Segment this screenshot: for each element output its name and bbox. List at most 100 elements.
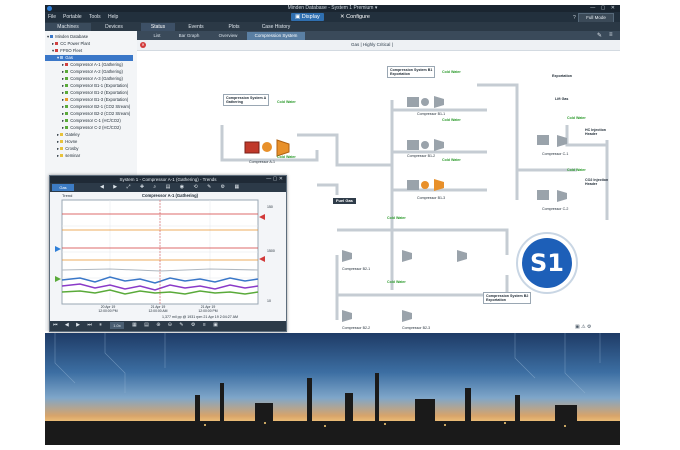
compressor-b1-3-label[interactable]: Compressor B1-3: [417, 196, 446, 200]
tab-compression-system[interactable]: Compression System: [247, 32, 305, 40]
compressor-b2-1-label[interactable]: Compressor B2-1: [342, 267, 371, 271]
pipe: [477, 83, 577, 172]
tab-status[interactable]: Status: [141, 23, 175, 31]
light: [384, 423, 386, 425]
stop-icon[interactable]: ✕: [140, 42, 146, 48]
tree-node-14[interactable]: ▸ Gateley: [57, 132, 80, 137]
compressor-c2-label[interactable]: Compressor C-2: [542, 207, 569, 211]
edit-icon[interactable]: ✎: [597, 33, 603, 39]
compressor-b2-2-label[interactable]: Compressor B2-2: [342, 326, 371, 330]
tab-plots[interactable]: Plots: [228, 24, 240, 30]
tree-node-5[interactable]: ▸ Compressor A-2 (Gathering): [62, 69, 123, 74]
filter-text: Gas | Highly Critical |: [351, 42, 393, 47]
light: [204, 424, 206, 426]
pipe: [220, 125, 319, 162]
tree-node-8[interactable]: ▸ Compressor B1-2 (Exportation): [62, 90, 129, 95]
tab-events[interactable]: Events: [188, 24, 204, 30]
compressor-b2-3-label[interactable]: Compressor B2-3: [402, 326, 431, 330]
tree-node-15[interactable]: ▸ Hovne: [57, 139, 78, 144]
fuel-gas-button[interactable]: Fuel Gas: [333, 198, 356, 204]
tree-node-0[interactable]: ▾ Minden Database: [47, 34, 89, 39]
refinery-lights: [204, 422, 566, 427]
stack: [195, 395, 200, 425]
cold-water-label: Cold Water: [567, 168, 586, 172]
tree-node-9[interactable]: ▸ Compressor B1-3 (Exportation): [62, 97, 129, 102]
cold-water-label: Cold Water: [567, 116, 586, 120]
tree-node-6[interactable]: ▸ Compressor A-3 (Gathering): [62, 76, 123, 81]
compressor-c1-shape: [557, 135, 567, 147]
display-button[interactable]: ▣ Display: [291, 13, 324, 21]
tower: [345, 393, 353, 425]
y-axis-marker[interactable]: [259, 256, 265, 262]
compressor-b2-1-shape: [342, 250, 352, 262]
tree-node-17[interactable]: ▸ seminar: [57, 153, 81, 158]
circuit-lines: [54, 333, 601, 394]
tab-case-history[interactable]: Case History: [261, 24, 291, 30]
tree-node-12[interactable]: ▸ Compressor C-1 (HC/CO2): [62, 118, 121, 123]
wrench-icon: ✕: [340, 14, 345, 20]
light: [504, 422, 506, 424]
toolbar-icons[interactable]: ◀ ▶ ⤢ ✚ ⌕ ▤ ◉ ⟲ ✎ ⚙ ▦: [100, 184, 244, 190]
tab-list[interactable]: List: [153, 33, 161, 38]
system-b2-header: Compression System B2 Exportation: [483, 292, 532, 304]
tree-node-7[interactable]: ▸ Compressor B1-1 (Exportation): [62, 83, 129, 88]
trend-title: System 1 - Compressor A-1 (Gathering) - …: [50, 176, 286, 183]
tree-node-4[interactable]: ▸ Compressor A-1 (Gathering): [62, 62, 123, 67]
tree-node-10[interactable]: ▸ Compressor B2-1 (CO2 Stream): [62, 104, 131, 109]
menu-bar: File Portable Tools Help ▣ Display ✕ Con…: [45, 12, 620, 23]
y-axis-marker[interactable]: [55, 246, 61, 252]
y-axis-marker[interactable]: [259, 214, 265, 220]
compressor-a1-label[interactable]: Compressor A-1: [249, 160, 275, 164]
circuit-line: [514, 333, 536, 379]
y-axis-marker[interactable]: [55, 276, 61, 282]
ground: [45, 421, 620, 445]
circuit-line: [54, 333, 76, 384]
compressor-b2-2-shape: [402, 250, 412, 262]
x-tick-label: 21 Apr 19 12:00:00 PM: [198, 305, 218, 313]
playback-icons[interactable]: ⏮ ◀ ▶ ⏭ ⏸: [53, 322, 105, 328]
menu-file[interactable]: File: [48, 14, 57, 20]
motor-b1-2: [407, 140, 419, 150]
circuit-line: [104, 333, 126, 393]
folder-icon: [60, 147, 64, 151]
menu-portable[interactable]: Portable: [63, 14, 82, 20]
stack: [375, 373, 379, 425]
compressor-c1-label[interactable]: Compressor C-1: [542, 152, 569, 156]
help-icon[interactable]: ?: [573, 15, 576, 21]
tab-machines[interactable]: Machines: [45, 23, 91, 31]
compressor-b1-2-label[interactable]: Compressor B1-2: [407, 154, 436, 158]
close-icon[interactable]: — ▢ ✕: [266, 176, 283, 182]
co2-injection-label: CO2 Injection Header: [585, 178, 609, 186]
motor-c2: [537, 190, 549, 200]
menu-tools[interactable]: Tools: [89, 14, 101, 20]
tab-devices[interactable]: Devices: [105, 24, 123, 30]
configure-button[interactable]: ✕ Configure: [340, 14, 370, 20]
menu-help[interactable]: Help: [108, 14, 119, 20]
cold-water-label: Cold Water: [442, 70, 461, 74]
window-controls[interactable]: — ▢ ✕: [590, 5, 617, 11]
tab-bar-graph[interactable]: Bar Graph: [178, 33, 200, 38]
trend-tab[interactable]: Trend: [62, 193, 73, 198]
gearbox-b1-1: [421, 98, 429, 106]
motor-c1: [537, 135, 549, 145]
trend-toolbar: Gas ◀ ▶ ⤢ ✚ ⌕ ▤ ◉ ⟲ ✎ ⚙ ▦: [50, 183, 286, 192]
menu-icon[interactable]: ≡: [609, 32, 613, 38]
compressor-b1-1-label[interactable]: Compressor B1-1: [417, 112, 446, 116]
tree-node-16[interactable]: ▸ Crosby: [57, 146, 79, 151]
display-icon: ▣: [295, 14, 301, 20]
skyline: [45, 373, 620, 445]
tank: [555, 405, 577, 425]
tree-node-3[interactable]: ▾ Gas: [45, 55, 133, 61]
tree-node-13[interactable]: ▸ Compressor C-2 (HC/CO2): [62, 125, 121, 130]
gearbox-b1-2: [421, 141, 429, 149]
status-icons[interactable]: ▣ ⚠ ⚙: [575, 324, 592, 330]
tab-overview[interactable]: Overview: [218, 33, 238, 38]
view-icons[interactable]: ▦ ▤ ⊕ ⊖ ✎ ⚙ ≡ ▣: [132, 322, 221, 328]
zoom-indicator[interactable]: 1.0x: [110, 322, 124, 329]
pipe: [297, 133, 392, 167]
tree-node-2[interactable]: ▾ FPSO Fleet: [52, 48, 83, 53]
tree-node-1[interactable]: ▸ CC Power Plant: [52, 41, 91, 46]
machine-icon: [65, 112, 69, 116]
tree-node-11[interactable]: ▸ Compressor B2-2 (CO2 Stream): [62, 111, 131, 116]
group-chip[interactable]: Gas: [52, 184, 74, 191]
